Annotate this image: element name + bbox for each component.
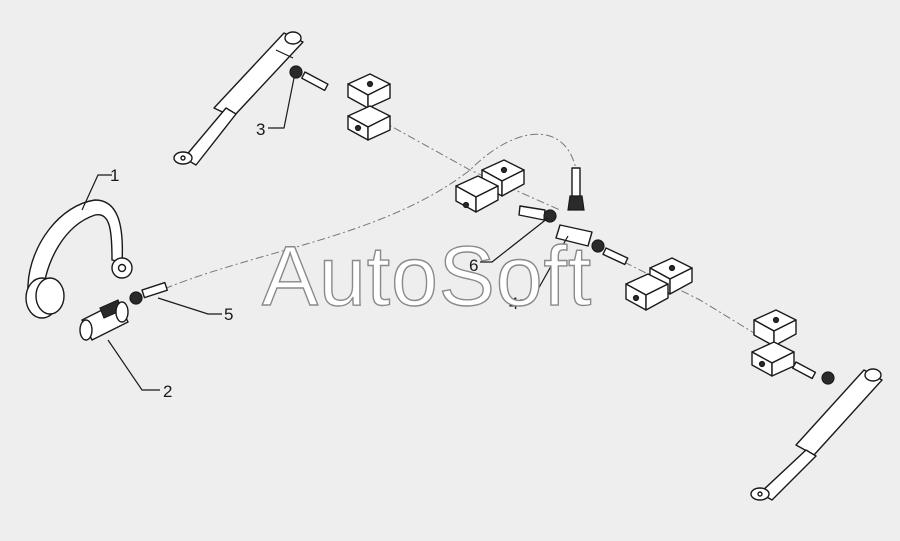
adapter-5 [129,281,168,305]
hose-line-upper [379,119,561,211]
fitting-set-lower-right [792,361,835,385]
hose-line-lower [609,254,791,356]
clamp-block-upper-2 [347,105,391,141]
leader-4 [520,235,569,301]
leader-1 [81,174,112,211]
leader-2 [107,339,160,391]
fitting-set-right [591,239,629,266]
hydraulic-cylinder-upper [173,31,304,166]
hydraulic-hose [149,133,579,296]
callout-2: 2 [163,382,172,401]
callout-3: 3 [256,120,265,139]
callout-1: 1 [110,166,119,185]
leader-6 [480,217,549,263]
tee-fitting-4 [555,167,593,247]
clamp-block-middle-2 [455,175,499,213]
leader-lines [81,77,569,391]
clamp-block-lower-1 [753,309,797,347]
banjo-bolt-6 [518,205,557,223]
quick-coupling-2 [79,299,129,341]
callout-5: 5 [224,305,233,324]
hydraulic-cylinder-lower [750,368,883,501]
leader-5 [157,297,222,315]
leader-3 [268,77,295,129]
clamp-block-lower-2 [751,341,795,377]
clamp-block-upper-1 [347,73,391,109]
watermark: AutoSoft [262,229,592,323]
callout-4: 4 [509,294,518,313]
fitting-set-3-upper [289,65,329,92]
clamp-block-right-2 [625,273,669,311]
callout-6: 6 [469,256,478,275]
dust-cap-1 [25,199,133,319]
